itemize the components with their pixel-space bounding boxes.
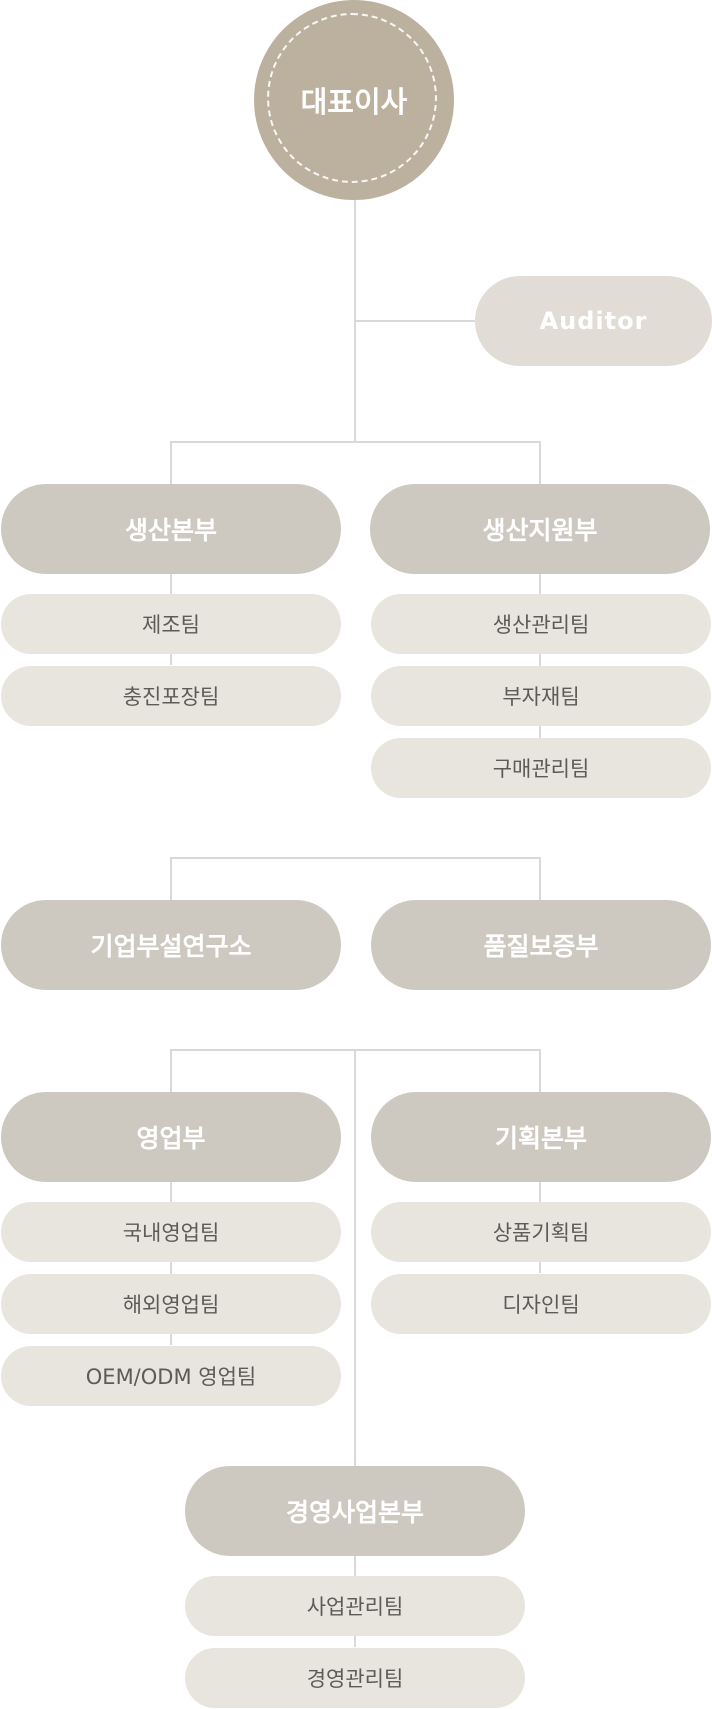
team-management-1: 사업관리팀	[185, 1576, 525, 1636]
team-label: 국내영업팀	[122, 1221, 220, 1245]
team-planning-1: 상품기획팀	[371, 1202, 711, 1262]
dept-research-label: 기업부설연구소	[90, 932, 252, 961]
connector-row1	[170, 441, 541, 484]
team-support-3: 구매관리팀	[371, 738, 711, 798]
auditor-label: Auditor	[539, 307, 648, 335]
team-label: 생산관리팀	[492, 613, 590, 637]
dept-production-support-label: 생산지원부	[482, 516, 598, 545]
dept-production: 생산본부	[1, 484, 341, 574]
team-planning-2: 디자인팀	[371, 1274, 711, 1334]
team-sales-3: OEM/ODM 영업팀	[1, 1346, 341, 1406]
team-label: 제조팀	[142, 613, 200, 637]
connector-row2	[170, 857, 541, 900]
dept-production-support: 생산지원부	[370, 484, 710, 574]
team-label: 디자인팀	[502, 1293, 580, 1317]
ceo-dashed-ring	[267, 13, 437, 183]
team-support-1: 생산관리팀	[371, 594, 711, 654]
team-label: OEM/ODM 영업팀	[85, 1365, 257, 1389]
team-label: 구매관리팀	[492, 757, 590, 781]
auditor-node: Auditor	[475, 276, 712, 366]
dept-sales-label: 영업부	[136, 1124, 206, 1153]
team-support-2: 부자재팀	[371, 666, 711, 726]
dept-management-label: 경영사업본부	[285, 1498, 424, 1527]
dept-quality-label: 품질보증부	[483, 932, 599, 961]
team-label: 해외영업팀	[122, 1293, 220, 1317]
team-label: 상품기획팀	[492, 1221, 590, 1245]
team-label: 경영관리팀	[306, 1667, 404, 1691]
team-production-2: 충진포장팀	[1, 666, 341, 726]
dept-sales: 영업부	[1, 1092, 341, 1182]
team-label: 부자재팀	[502, 685, 580, 709]
dept-quality: 품질보증부	[371, 900, 711, 990]
dept-planning-label: 기획본부	[494, 1124, 587, 1153]
team-production-1: 제조팀	[1, 594, 341, 654]
dept-production-label: 생산본부	[124, 516, 217, 545]
ceo-node: 대표이사	[254, 0, 454, 200]
dept-planning: 기획본부	[371, 1092, 711, 1182]
ceo-label: 대표이사	[300, 85, 408, 119]
team-sales-1: 국내영업팀	[1, 1202, 341, 1262]
dept-management: 경영사업본부	[185, 1466, 525, 1556]
team-label: 충진포장팀	[122, 685, 220, 709]
team-management-2: 경영관리팀	[185, 1648, 525, 1708]
team-label: 사업관리팀	[306, 1595, 404, 1619]
dept-research: 기업부설연구소	[1, 900, 341, 990]
team-sales-2: 해외영업팀	[1, 1274, 341, 1334]
